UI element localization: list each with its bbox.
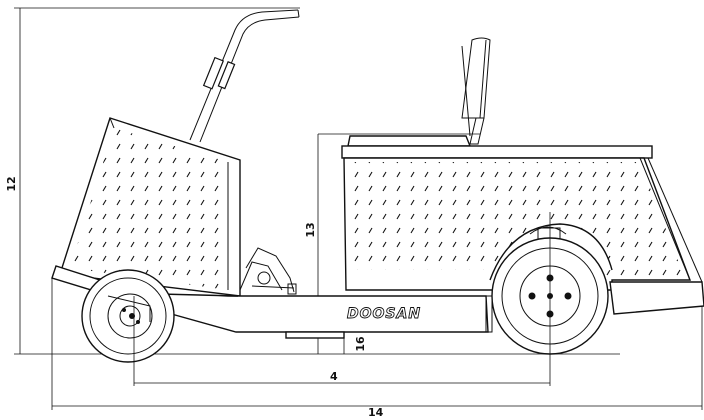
- seat-back: [461, 37, 491, 145]
- brand-logo-text: DOOSAN: [347, 306, 421, 322]
- front-wheel: [81, 269, 175, 363]
- overall-length-dimension: 14: [51, 278, 703, 419]
- tiller-handle: [189, 9, 300, 143]
- ground-clearance-dimension: 16: [343, 332, 367, 354]
- wheelbase-label: 4: [330, 370, 338, 383]
- overall-length-label: 14: [368, 406, 384, 419]
- ground-clearance-label: 16: [354, 336, 367, 352]
- overall-height-label: 12: [5, 176, 18, 191]
- platform-height-label: 13: [304, 222, 317, 237]
- rear-wheel: [489, 212, 613, 355]
- wheelbase-dimension: 4: [133, 296, 551, 386]
- steering-control: [239, 247, 297, 295]
- seat-cushion: [341, 135, 653, 159]
- front-cargo-box: [59, 117, 241, 297]
